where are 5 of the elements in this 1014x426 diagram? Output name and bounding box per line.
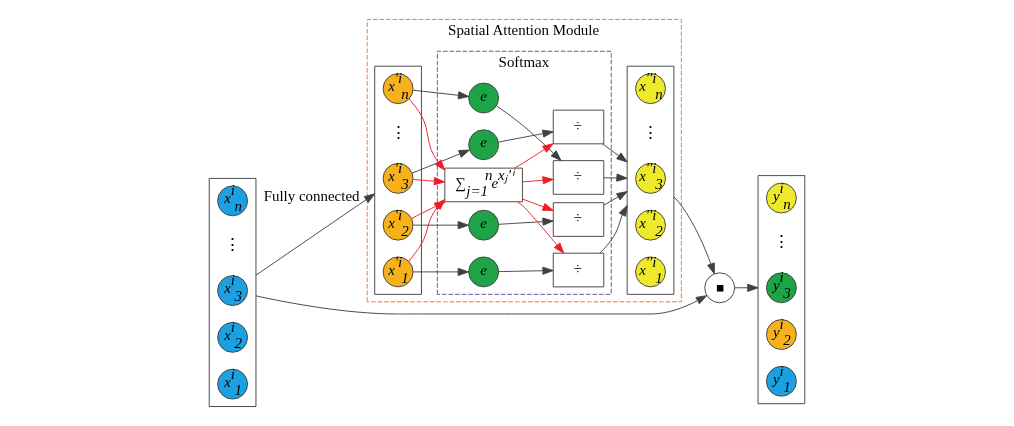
label: ⋮ <box>642 122 660 142</box>
edge-label: Fully connected <box>263 187 360 204</box>
label: ⋮ <box>224 234 242 254</box>
label: ⋮ <box>772 232 790 252</box>
label: ⋮ <box>389 122 407 142</box>
